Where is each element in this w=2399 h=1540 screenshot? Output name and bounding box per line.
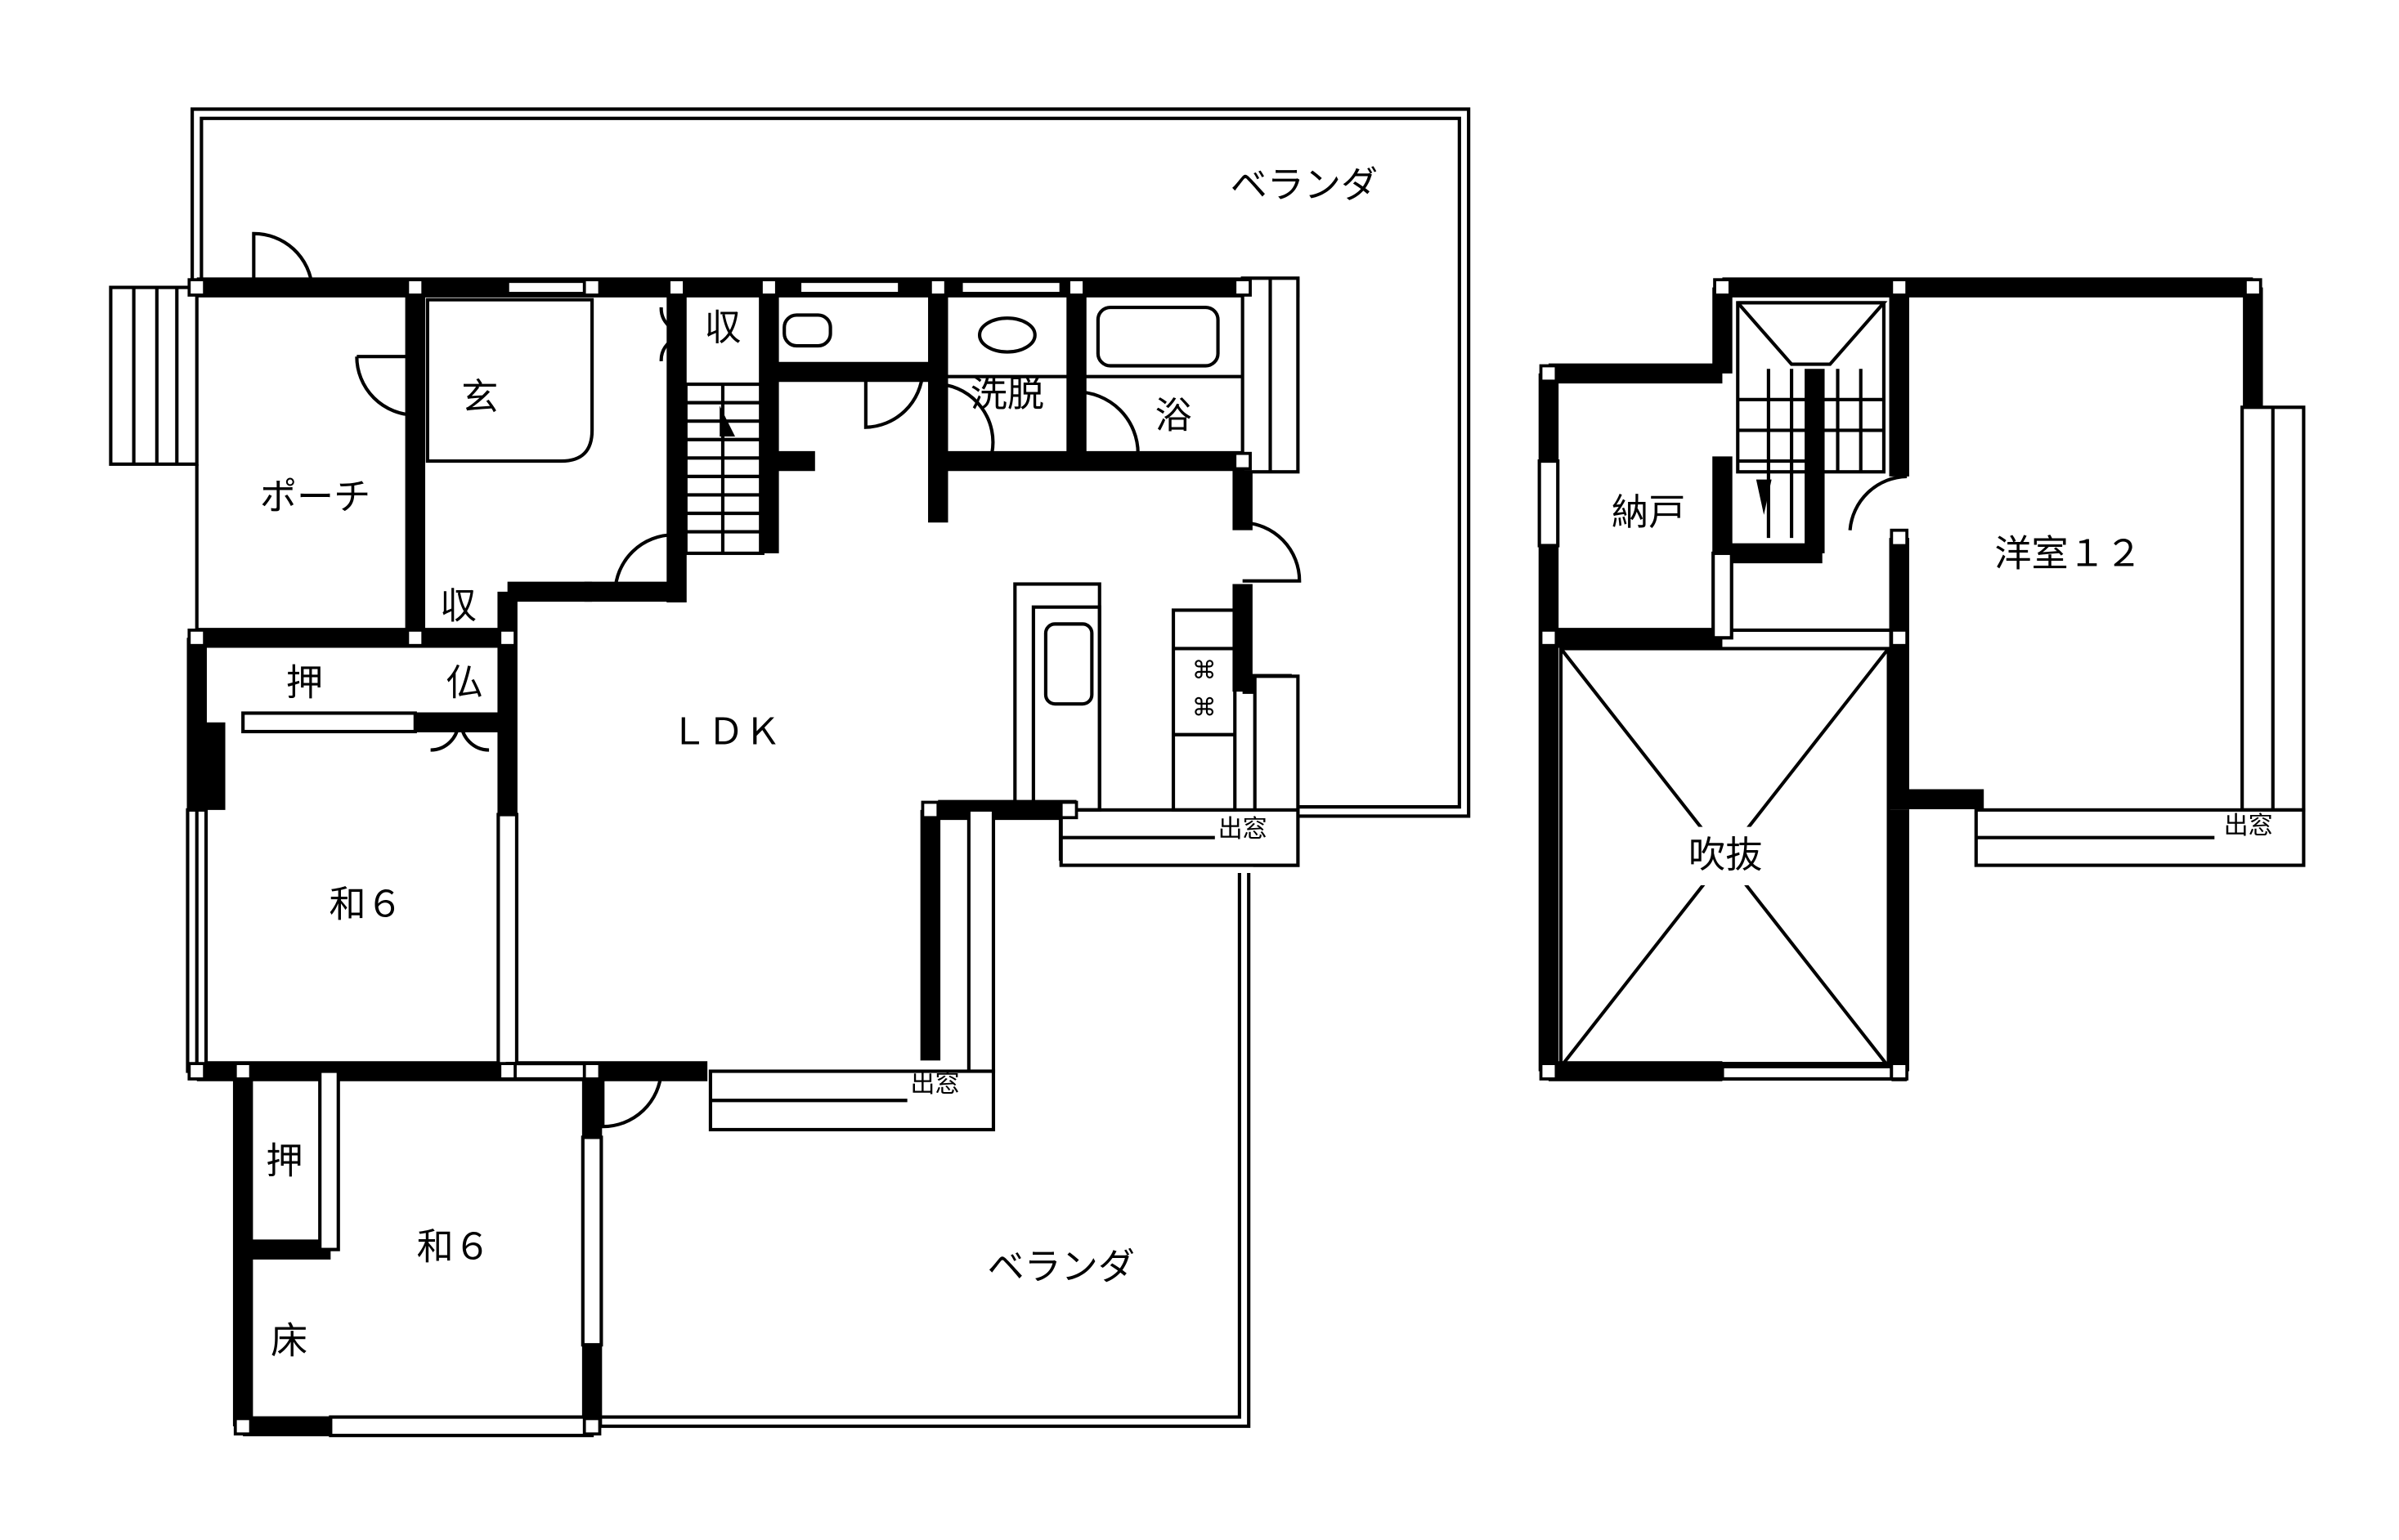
door-storage (659, 307, 678, 361)
kitchen-counter: ⌘ ⌘ (1171, 608, 1237, 812)
label-japanese-room-1: 和６ (329, 882, 402, 925)
sink-icon (1043, 622, 1094, 706)
toilet-icon (782, 313, 832, 348)
staircase-second-floor (1736, 301, 1888, 539)
label-storage-1: 収 (704, 306, 741, 349)
stair-arrow-icon (1756, 479, 1772, 515)
door-kitchen (1242, 521, 1302, 583)
atrium-void (1558, 647, 1890, 1068)
second-floor: 納戸 洋室１２ 吹抜 出窓 (1537, 277, 2306, 1081)
label-porch: ポーチ (260, 475, 370, 518)
door-porch (252, 231, 314, 288)
washbasin-icon (977, 316, 1037, 354)
label-closet-1: 押 (286, 661, 323, 705)
label-veranda-bottom: ベランダ (987, 1245, 1135, 1288)
label-storeroom: 納戸 (1612, 490, 1685, 534)
kitchen-island (1013, 582, 1101, 812)
door-room (601, 1071, 663, 1129)
label-bay-window-2f: 出窓 (2224, 812, 2273, 840)
label-veranda-top: ベランダ (1231, 163, 1379, 206)
label-bay-window-kitchen: 出窓 (1218, 815, 1267, 844)
label-japanese-room-2: 和６ (417, 1225, 491, 1269)
veranda-top-railing (191, 107, 1471, 818)
label-atrium: 吹抜 (1688, 833, 1762, 876)
stove-burner-icon: ⌘ (1192, 693, 1217, 722)
doors-first-floor[interactable] (252, 231, 1302, 1129)
door-lavatory (863, 371, 925, 429)
label-washroom: 洗脱 (971, 372, 1044, 415)
walls-first-floor (186, 277, 1300, 1437)
veranda-bottom-railing (599, 872, 1251, 1428)
first-floor: ⌘ ⌘ (109, 107, 1471, 1438)
door-altar (430, 722, 490, 752)
label-closet-2: 押 (266, 1139, 303, 1182)
label-tokonoma: 床 (271, 1318, 307, 1362)
fixtures: ⌘ ⌘ (425, 298, 1243, 812)
label-entrance: 玄 (461, 375, 498, 419)
door-hall (613, 533, 675, 592)
porch-steps (109, 285, 199, 638)
label-ldk: ＬＤＫ (670, 710, 781, 754)
door-entrance (355, 355, 415, 417)
label-altar: 仏 (446, 661, 482, 705)
walls-second-floor (1538, 277, 2263, 1081)
entrance-step (425, 298, 594, 463)
label-bay-window-ldk: 出窓 (910, 1070, 959, 1099)
door-bath (1076, 390, 1140, 454)
posts-second-floor (1539, 278, 2262, 1081)
stove-burner-icon: ⌘ (1192, 656, 1217, 685)
door-western-room[interactable] (1848, 474, 1908, 530)
bathtub-icon (1096, 305, 1220, 368)
windows-second-floor (1537, 405, 2306, 1081)
label-storage-2: 収 (440, 584, 477, 628)
door-washroom (940, 383, 995, 454)
label-western-room: 洋室１２ (1994, 532, 2142, 575)
label-bath: 浴 (1155, 393, 1191, 436)
posts (187, 278, 1252, 1436)
staircase-first-floor (684, 382, 765, 555)
